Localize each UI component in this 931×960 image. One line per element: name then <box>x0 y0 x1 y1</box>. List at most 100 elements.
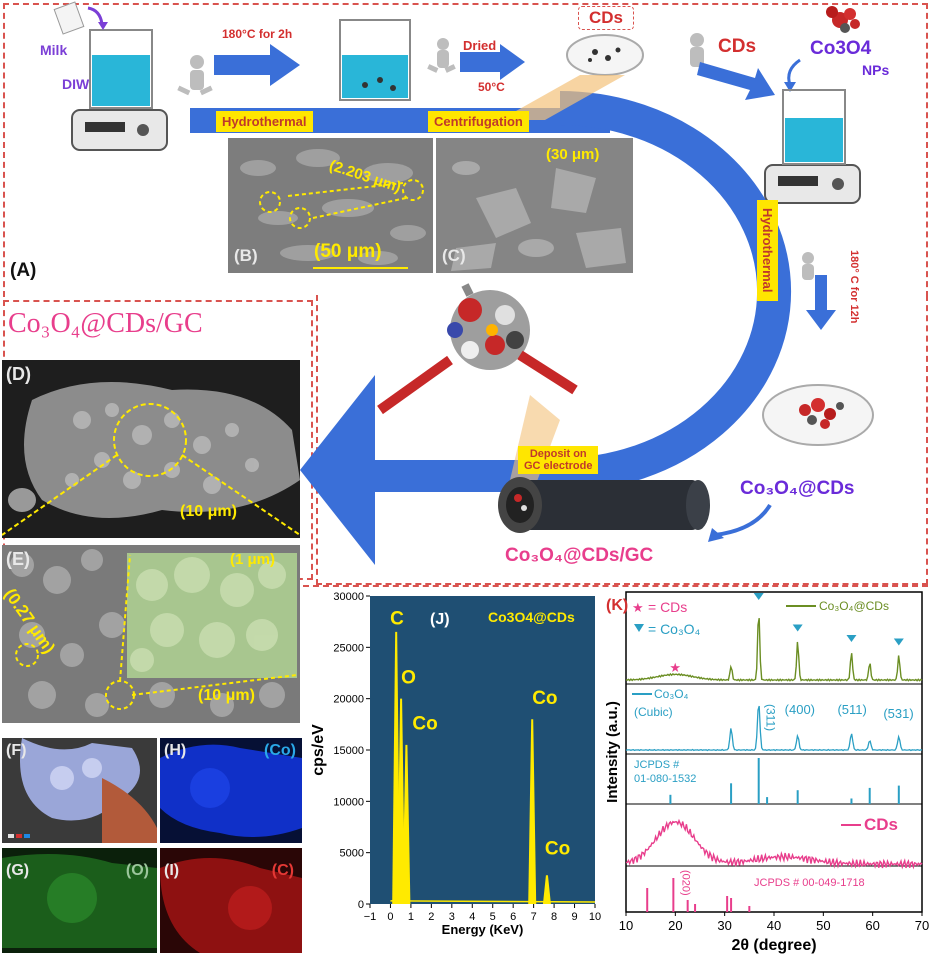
step1-label: 180°C for 2h <box>222 27 293 41</box>
eds-ytick-label: 15000 <box>333 745 364 757</box>
xrd-ylabel: Intensity (a.u.) <box>604 701 621 803</box>
eds-xtick-label: 5 <box>490 911 496 923</box>
hydrothermal-vertical: Hydrothermal <box>757 200 778 301</box>
temp-vertical-label: 180° C for 12h <box>848 250 860 324</box>
xrd-marker-cds: ★ <box>669 660 681 675</box>
xrd-miller-label: (511) <box>837 702 866 717</box>
centrifugation-band: Centrifugation <box>428 111 529 132</box>
panel-E-label: (E) <box>6 549 30 569</box>
eds-xtick-label: 2 <box>428 911 434 923</box>
co3o4-cds-label: Co₃O₄@CDs <box>740 478 855 499</box>
arrow-step-3 <box>697 62 775 100</box>
eds-peak-label: Co <box>412 713 437 734</box>
hydrothermal-band: Hydrothermal <box>216 111 313 132</box>
eds-xtick-label: 9 <box>571 911 577 923</box>
panel-D-label: (D) <box>6 364 31 384</box>
beaker-2 <box>339 19 411 101</box>
hot-plate-2 <box>764 89 861 204</box>
eds-xtick-label: 4 <box>469 911 475 923</box>
eds-panel-label: (J) <box>430 611 450 628</box>
eds-xtick-label: −1 <box>364 911 377 923</box>
nps-label: NPs <box>862 62 890 78</box>
xrd-series-cds-name: CDs <box>864 815 898 834</box>
eds-xtick-label: 8 <box>551 911 557 923</box>
panel-E-scale2: (10 μm) <box>198 687 255 704</box>
xrd-series-co3o4-name1: Co₃O₄ <box>654 687 689 701</box>
runner-4 <box>802 252 814 280</box>
xrd-xlabel: 2θ (degree) <box>731 937 816 954</box>
panel-G-element: (O) <box>125 862 149 879</box>
sem-image-E: (E) (1 μm) (0.27 μm) (10 μm) <box>2 545 300 723</box>
co3o4-nanoparticle <box>826 6 860 33</box>
xrd-xtick-label: 60 <box>865 918 879 933</box>
runner-1 <box>177 55 213 96</box>
eds-xtick-label: 7 <box>531 911 537 923</box>
composite-title: Co₃O₄@CDs/GC <box>8 308 203 339</box>
xrd-legend-triangle <box>634 624 644 632</box>
eds-ytick-label: 5000 <box>340 848 364 860</box>
diw-label: DIW <box>62 76 90 92</box>
xrd-marker-co3o4 <box>893 638 904 646</box>
eds-peak <box>542 875 551 904</box>
eds-xtick-label: 3 <box>449 911 455 923</box>
panel-A-label: (A) <box>10 260 37 281</box>
xrd-plot-area <box>625 591 923 913</box>
runner-3 <box>690 33 704 67</box>
eds-map-F: (F) <box>2 738 157 843</box>
eds-ytick-label: 20000 <box>333 694 364 706</box>
panel-I-label: (I) <box>164 862 180 879</box>
xrd-marker-co3o4 <box>792 624 803 632</box>
arrow-to-electrode <box>714 503 772 537</box>
xrd-miller-label: (311) <box>764 704 778 731</box>
eds-ytick-label: 10000 <box>333 796 364 808</box>
xrd-series-composite-name: Co₃O₄@CDs <box>819 599 889 613</box>
gc-electrode <box>498 477 710 533</box>
eds-peak-label: Co <box>532 688 557 709</box>
dried-label: Dried <box>463 38 497 53</box>
cds-arrow-label: CDs <box>718 36 757 57</box>
eds-peak-label: Co <box>545 839 570 860</box>
deposit-band: Deposit on GC electrode <box>518 446 599 474</box>
eds-ylabel: cps/eV <box>310 724 327 776</box>
eds-ytick-label: 25000 <box>333 642 364 654</box>
xrd-xtick-label: 70 <box>915 918 929 933</box>
panel-A-frame <box>3 3 928 297</box>
xrd-xtick-label: 40 <box>767 918 781 933</box>
panel-H-element: (Co) <box>264 742 296 759</box>
eds-title: Co3O4@CDs <box>488 609 575 625</box>
eds-xtick-label: 6 <box>510 911 516 923</box>
arrow-down <box>806 275 836 330</box>
xrd-series-cds <box>625 818 923 870</box>
xrd-xtick-label: 20 <box>668 918 682 933</box>
eds-xtick-label: 10 <box>589 911 601 923</box>
panel-C-scale: (30 μm) <box>546 146 600 163</box>
milk-carton <box>53 1 108 35</box>
xrd-ref2-name: JCPDS # 00-049-1718 <box>754 877 865 889</box>
divider-bottom <box>303 585 928 587</box>
eds-peak-label: C <box>390 609 404 630</box>
eds-xtick-label: 1 <box>408 911 414 923</box>
panel-A-lower-frame <box>316 295 928 585</box>
eds-map-G: (G) (O) <box>2 848 157 953</box>
dried-temp-label: 50°C <box>478 80 505 94</box>
eds-xtick-label: 0 <box>387 911 393 923</box>
xrd-ref1-name1: JCPDS # <box>634 759 680 771</box>
eds-map-H: (H) (Co) <box>160 738 302 843</box>
panel-I-element: (C) <box>271 862 294 879</box>
arrow-to-beaker <box>787 58 801 86</box>
molecule-model <box>377 283 578 415</box>
xrd-series-co3o4 <box>625 705 923 752</box>
big-left-arrow <box>300 375 375 565</box>
panel-E-scale1: (1 μm) <box>230 551 276 568</box>
petri-dish-cds <box>566 34 644 76</box>
xrd-panel-label: (K) <box>606 597 628 614</box>
panel-D-scale: (10 μm) <box>180 503 237 520</box>
xrd-miller-label: (531) <box>883 706 913 721</box>
panel-B-label: (B) <box>234 246 258 265</box>
panel-G-label: (G) <box>6 862 30 879</box>
xrd-series-co3o4-name2: (Cubic) <box>634 705 673 719</box>
eds-baseline <box>390 900 596 903</box>
eds-peak <box>397 698 406 904</box>
hot-plate-1 <box>71 29 168 151</box>
